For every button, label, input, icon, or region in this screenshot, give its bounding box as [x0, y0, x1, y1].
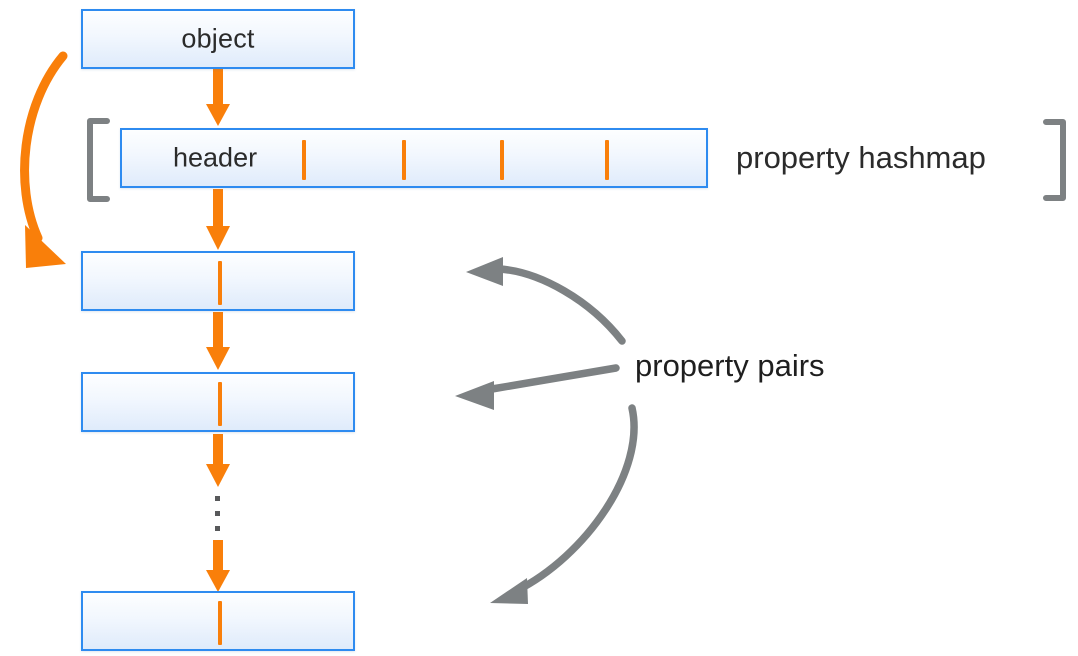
ellipsis-dot-3	[215, 526, 220, 531]
orange-arrow-hashmap-to-pair1	[206, 189, 230, 250]
object-box-label: object	[181, 23, 255, 54]
property-pair-box-1[interactable]	[81, 251, 355, 311]
hashmap-slot-tick-1	[302, 140, 306, 180]
gray-arrow-to-pair2	[455, 364, 620, 410]
right-bracket	[1043, 119, 1066, 201]
property-hashmap-label: property hashmap	[736, 140, 986, 175]
property-pair-box-2[interactable]	[81, 372, 355, 432]
orange-arrow-pair1-to-pair2	[206, 312, 230, 370]
gray-arrow-to-pair1	[466, 257, 626, 345]
hashmap-header-label: header	[173, 142, 258, 173]
ellipsis-dot-1	[215, 496, 220, 501]
property-hashmap-box[interactable]: header	[120, 128, 708, 188]
ellipsis-dot-2	[215, 511, 220, 516]
property-pair-divider-1	[218, 261, 222, 305]
orange-arrow-object-to-hashmap	[206, 69, 230, 126]
gray-arrow-to-pairn	[490, 404, 638, 604]
hashmap-slot-tick-4	[605, 140, 609, 180]
orange-curved-arrow-object-to-pairs	[20, 51, 68, 268]
left-bracket	[87, 118, 110, 202]
property-pair-divider-2	[218, 382, 222, 426]
property-pairs-label: property pairs	[635, 348, 825, 383]
orange-arrow-pair2-to-ellipsis	[206, 434, 230, 487]
property-pair-divider-n	[218, 601, 222, 645]
property-pair-box-n[interactable]	[81, 591, 355, 651]
orange-arrow-ellipsis-to-pairn	[206, 540, 230, 592]
object-box[interactable]: object	[81, 9, 355, 69]
hashmap-slot-tick-2	[402, 140, 406, 180]
hashmap-slot-tick-3	[500, 140, 504, 180]
